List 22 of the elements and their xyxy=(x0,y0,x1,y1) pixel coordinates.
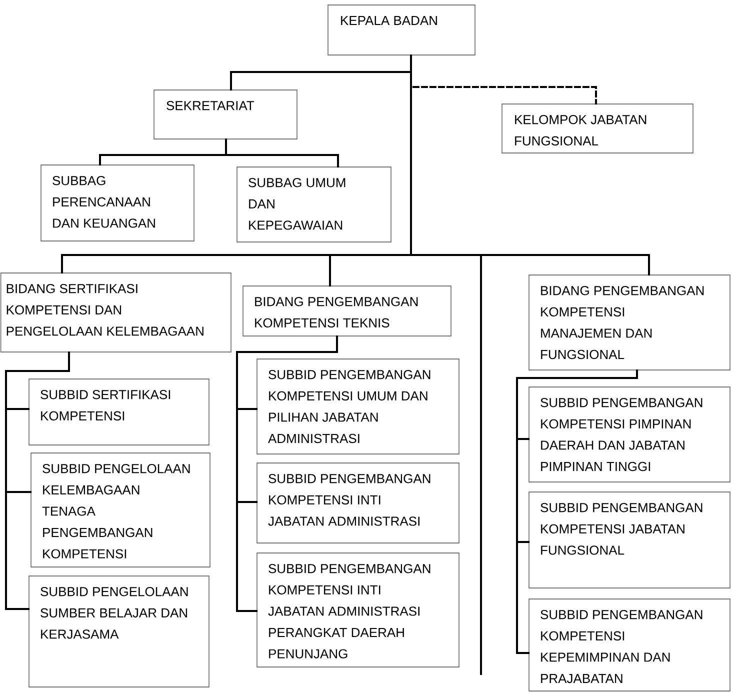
connector-line xyxy=(236,335,338,612)
unit-box: KEPALA BADAN xyxy=(328,4,476,56)
unit-box: SUBBID SERTIFIKASI KOMPETENSI xyxy=(28,378,210,446)
unit-box: SEKRETARIAT xyxy=(154,90,298,140)
connector-line xyxy=(516,369,638,654)
unit-box: SUBBAG UMUM DAN KEPEGAWAIAN xyxy=(236,166,392,242)
unit-box: SUBBID PENGEMBANGAN KOMPETENSI INTI JABATAN ADMINISTRASI xyxy=(256,462,460,544)
unit-box: SUBBID PENGEMBANGAN KOMPETENSI JABATAN FUNGSIONAL xyxy=(528,492,730,588)
unit-box: SUBBID PENGEMBANGAN KOMPETENSI INTI JABATAN ADMINISTRASI PERANGKAT DAERAH PENUNJANG xyxy=(256,552,460,668)
connector-line xyxy=(99,138,339,168)
unit-box: SUBBAG PERENCANAAN DAN KEUANGAN xyxy=(40,164,194,242)
unit-box: SUBBID PENGELOLAAN SUMBER BELAJAR DAN KERJASAMA xyxy=(28,576,210,688)
unit-box: SUBBID PENGEMBANGAN KOMPETENSI PIMPINAN DAERAH DAN JABATAN PIMPINAN TINGGI xyxy=(528,386,730,482)
unit-box: SUBBID PENGEMBANGAN KOMPETENSI UMUM DAN PILIHAN JABATAN ADMINISTRASI xyxy=(256,358,460,454)
unit-box: BIDANG PENGEMBANGAN KOMPETENSI TEKNIS xyxy=(242,286,452,336)
unit-box: KELOMPOK JABATAN FUNGSIONAL xyxy=(502,104,694,154)
unit-box: BIDANG PENGEMBANGAN KOMPETENSI MANAJEMEN DAN FUNGSIONAL xyxy=(528,274,730,370)
dashed-line xyxy=(410,54,597,105)
unit-box: SUBBID PENGELOLAAN KELEMBAGAAN TENAGA PENGEMBANGAN KOMPETENSI xyxy=(30,452,210,568)
unit-box: SUBBID PENGEMBANGAN KOMPETENSI KEPEMIMPINAN DAN PRAJABATAN xyxy=(528,598,730,692)
unit-box: BIDANG SERTIFIKASI KOMPETENSI DAN PENGELOLAAN KELEMBAGAAN xyxy=(0,272,232,352)
connector-line xyxy=(5,351,70,610)
